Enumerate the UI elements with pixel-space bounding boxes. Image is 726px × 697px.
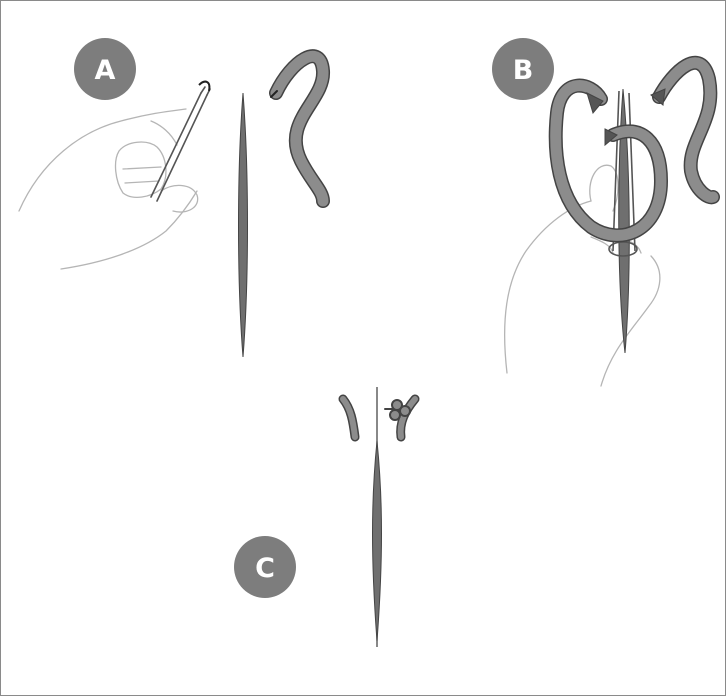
panel-b: B [492, 38, 713, 386]
suture-loop-left-b [556, 86, 661, 236]
panel-c: C [234, 387, 415, 647]
badge-a-label: A [95, 55, 116, 86]
badge-b-label: B [513, 55, 534, 86]
hand-with-forceps-a [19, 109, 198, 269]
badge-c-label: C [255, 553, 275, 584]
incision-a [239, 93, 248, 357]
hand-b [505, 165, 660, 386]
forceps-a [151, 87, 210, 201]
badge-c: C [234, 536, 296, 598]
suture-thread-a [271, 56, 323, 201]
badge-a: A [74, 38, 136, 100]
badge-b: B [492, 38, 554, 100]
panel-a: A [19, 38, 323, 357]
suture-knot-c [385, 399, 415, 437]
incision-c [373, 441, 382, 641]
suture-end-left-c [343, 399, 355, 437]
